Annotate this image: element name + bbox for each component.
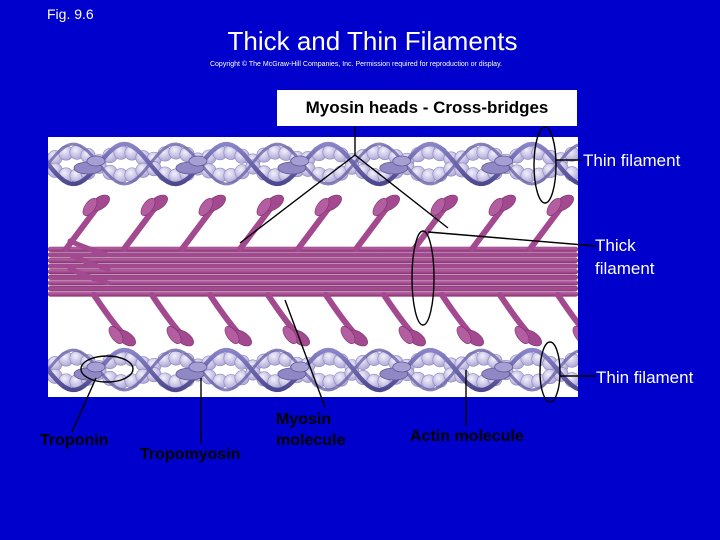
thin-filament-top-outline	[533, 126, 557, 204]
myosin-head-neck	[469, 206, 505, 252]
myosin-head	[314, 198, 330, 216]
myosin-head	[82, 198, 98, 216]
myosin-head-neck	[237, 206, 273, 252]
cross-bridge-leader-left	[239, 154, 356, 244]
myosin-head-neck	[295, 206, 331, 252]
myosin-head	[514, 326, 530, 344]
myosin-head-neck	[353, 206, 389, 252]
filament-svg	[36, 141, 616, 393]
myosin-head	[224, 326, 240, 344]
troponin-label: Troponin	[40, 432, 109, 449]
thick-filament-leader	[427, 231, 597, 247]
troponin-complex	[188, 361, 208, 373]
myosin-head	[282, 326, 298, 344]
tropomyosin-label: Tropomyosin	[140, 446, 241, 463]
troponin-complex	[494, 361, 514, 373]
figure-number: Fig. 9.6	[47, 6, 94, 22]
thick-filament-label: Thick filament	[595, 234, 655, 280]
troponin-complex	[188, 155, 208, 167]
troponin-complex	[86, 155, 106, 167]
tropomyosin-strand	[42, 142, 582, 186]
myosin-head-neck	[63, 206, 99, 252]
tropomyosin-strand	[41, 141, 583, 187]
troponin-complex	[290, 155, 310, 167]
myosin-head-neck	[67, 252, 111, 272]
myosin-head-neck	[121, 206, 157, 252]
thick-filament	[47, 194, 600, 347]
troponin-complex	[290, 361, 310, 373]
troponin-complex	[392, 361, 412, 373]
troponin-outline	[80, 355, 134, 383]
myosin-label-line1: Myosin	[276, 411, 332, 428]
myosin-head	[398, 326, 414, 344]
myosin-head-neck	[179, 206, 215, 252]
myosin-head-neck	[67, 266, 111, 286]
myosin-head-neck	[527, 206, 563, 252]
tropomyosin-strand	[41, 347, 583, 393]
cross-bridge-leader-right	[354, 154, 449, 229]
troponin-complex	[494, 155, 514, 167]
myosin-head	[166, 326, 182, 344]
myosin-head	[140, 198, 156, 216]
myosin-head-neck	[411, 206, 447, 252]
tropomyosin-strand	[42, 348, 582, 392]
thick-filament-label-line2: filament	[595, 259, 655, 278]
myosin-head	[546, 198, 562, 216]
myosin-head	[198, 198, 214, 216]
myosin-head-neck	[67, 238, 111, 258]
thick-filament-outline	[411, 230, 435, 326]
thin-filament-top-label: Thin filament	[583, 151, 681, 170]
filament-illustration	[36, 137, 616, 397]
thin-filament-bottom-label: Thin filament	[596, 368, 694, 387]
myosin-molecule-label: Myosin molecule	[276, 409, 345, 451]
myosin-head	[108, 326, 124, 344]
troponin-complex	[392, 155, 412, 167]
troponin-complex	[86, 361, 106, 373]
thin-filament-bottom	[36, 347, 616, 393]
myosin-label-line2: molecule	[276, 432, 346, 449]
myosin-head	[372, 198, 388, 216]
page-title: Thick and Thin Filaments	[227, 26, 518, 56]
myosin-heads-label: Myosin heads - Cross-bridges	[277, 90, 577, 126]
actin-molecule-label: Actin molecule	[410, 428, 524, 445]
copyright-notice: Copyright © The McGraw-Hill Companies, I…	[209, 61, 502, 68]
myosin-head	[340, 326, 356, 344]
thin-filament-bottom-outline	[539, 341, 561, 403]
myosin-head	[256, 198, 272, 216]
thin-filament-top	[36, 141, 616, 187]
myosin-head	[488, 198, 504, 216]
myosin-molecule-leader	[284, 299, 326, 408]
myosin-head	[456, 326, 472, 344]
thick-filament-label-line1: Thick	[595, 236, 636, 255]
troponin-leader	[71, 377, 97, 433]
